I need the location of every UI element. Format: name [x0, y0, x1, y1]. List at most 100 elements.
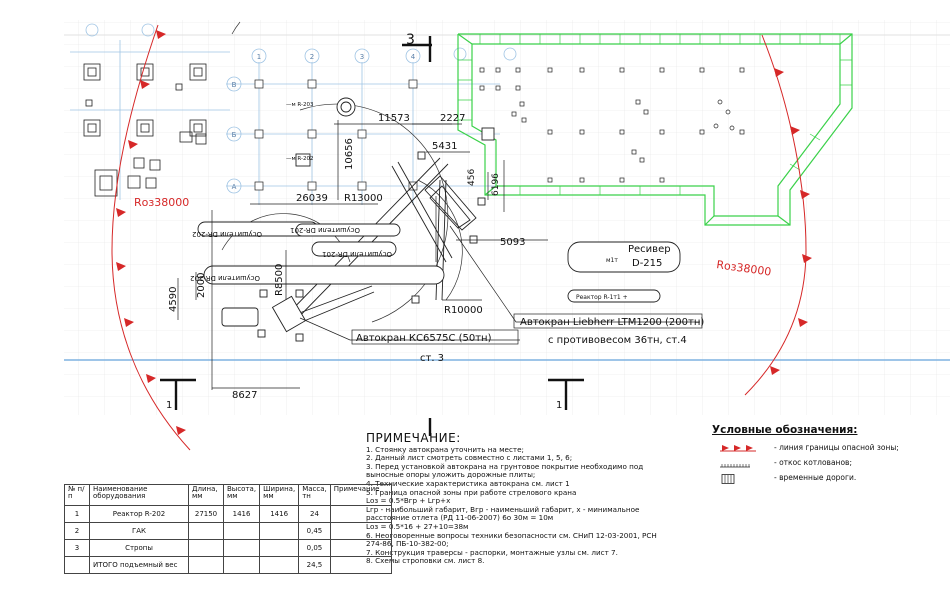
header-cell: Высота, мм — [222, 484, 261, 506]
table-cell: 1416 — [259, 505, 300, 523]
crane-ks-sublabel: ст. 3 — [420, 353, 444, 364]
column-foundations — [254, 79, 418, 191]
section-1-right-label: 1 — [556, 400, 562, 411]
table-cell — [329, 522, 392, 540]
table-cell — [188, 556, 224, 574]
pit-foundations — [479, 67, 745, 183]
receiver-name: Ресивер — [628, 244, 671, 255]
table-cell — [222, 522, 261, 540]
existing-foundations — [83, 63, 207, 197]
dim-5431: 5431 — [432, 141, 457, 152]
table-cell — [259, 556, 300, 574]
legend-label: - линия границы опасной зоны; — [774, 443, 899, 452]
table-cell: Реактор R-202 — [89, 505, 189, 523]
header-cell: № п/п — [64, 484, 90, 506]
table-cell — [259, 539, 300, 557]
legend-item-road: - временные дороги. — [712, 472, 942, 487]
axis-row-a: А — [232, 183, 237, 191]
table-cell: ГАК — [89, 522, 189, 540]
table-cell — [329, 556, 392, 574]
absorber4-label: Осушители DR-202 — [190, 274, 260, 282]
note-line: 1. Стоянку автокрана уточнить на месте; — [366, 445, 524, 454]
crane-liebherr-label: Автокран Liebherr LTM1200 (200тн) — [520, 317, 704, 328]
dim-5093: 5093 — [500, 237, 525, 248]
header-cell: Наименование оборудования — [89, 484, 189, 506]
leader-lines — [299, 225, 700, 341]
table-cell — [188, 539, 224, 557]
table-cell: 24 — [298, 505, 331, 523]
header-cell: Ширина, мм — [259, 484, 300, 506]
note-line: Lгр - наибольший габарит, Bгр - наименьш… — [366, 505, 640, 514]
legend-item-slope: - откос котлованов; — [712, 457, 942, 472]
axis-col-3: 3 — [360, 53, 364, 61]
legend: Условные обозначения: - линия границы оп… — [712, 424, 942, 487]
equipment — [197, 97, 681, 333]
equipment-table: № п/п Наименование оборудования Длина, м… — [64, 484, 392, 574]
table-cell — [222, 556, 261, 574]
table-cell — [259, 522, 300, 540]
header-cell: Длина, мм — [188, 484, 224, 506]
legend-item-danger-zone: - линия границы опасной зоны; — [712, 442, 942, 457]
table-cell: 0,45 — [298, 522, 331, 540]
table-row: 3 Стропы 0,05 — [64, 539, 392, 557]
table-cell: 24,5 — [298, 556, 331, 574]
header-cell: Масса, тн — [298, 484, 331, 506]
axis-row-v: В — [232, 81, 237, 89]
note-line: 3. Перед установкой автокрана на грунтов… — [366, 462, 644, 471]
absorber-dr201-b — [295, 223, 401, 237]
label-frames — [351, 313, 703, 345]
table-cell — [329, 539, 392, 557]
table-cell — [64, 556, 90, 574]
crane-ks-label: Автокран КС6575С (50тн) — [356, 333, 492, 344]
absorber-dr202 — [311, 241, 397, 257]
legend-label: - временные дороги. — [774, 473, 857, 482]
axis-row-b: Б — [232, 131, 237, 139]
table-cell — [222, 539, 261, 557]
receiver-tag: м1т — [606, 257, 618, 264]
slope-hatch-icon — [720, 464, 750, 468]
notes-block: ПРИМЕЧАНИЕ: 1. Стоянку автокрана уточнит… — [366, 431, 706, 566]
dim-26039: 26039 — [296, 193, 328, 204]
dim-2227: 2227 — [440, 113, 465, 124]
reactor-r101-tag: Реактор R-1т1 + — [576, 294, 628, 301]
temporary-road-icon — [721, 474, 735, 484]
dim-456: 456 — [467, 169, 477, 186]
section-1-left-label: 1 — [166, 400, 172, 411]
danger-zone-flags — [116, 30, 812, 435]
table-cell — [329, 505, 392, 523]
dim-4590: 4590 — [168, 287, 179, 312]
axis-col-1: 1 — [257, 53, 261, 61]
legend-label: - откос котлованов; — [774, 458, 852, 467]
background-grid — [64, 20, 950, 415]
dim-r13000: R13000 — [344, 193, 383, 204]
danger-zone-line-icon — [720, 445, 756, 452]
reactor-r101 — [567, 289, 661, 303]
table-cell: 27150 — [188, 505, 224, 523]
note-line: 274-86, ПБ-10-382-00; — [366, 540, 449, 549]
note-line: 5. Граница опасной зоны при работе стрел… — [366, 488, 577, 497]
note-line: Lоз = 0.5*16 + 27+10=38м — [366, 522, 469, 531]
notes-title: ПРИМЕЧАНИЕ: — [366, 431, 461, 445]
dim-11573: 11573 — [378, 113, 410, 124]
dim-r8500: R8500 — [274, 264, 285, 296]
header-cell: Примечание — [329, 484, 392, 506]
table-row-total: ИТОГО подъемный вес 24,5 — [64, 556, 392, 574]
dim-6196: 6196 — [491, 173, 501, 196]
table-cell: 1 — [64, 505, 90, 523]
roz-left-label: Rоз38000 — [134, 196, 189, 209]
dimension-lines — [177, 120, 548, 390]
note-line: Lоз = 0.5*Bгр + Lгр+х — [366, 497, 451, 506]
section-3-label: 3 — [406, 32, 415, 48]
reactor-r202-body — [203, 265, 445, 285]
plan-labels: 11573 2227 5431 10656 456 6196 26039 R13… — [166, 32, 704, 411]
note-line: 6. Неоговоренные вопросы техники безопас… — [366, 531, 657, 540]
table-cell: 2 — [64, 522, 90, 540]
dim-r10000: R10000 — [444, 305, 483, 316]
receiver-code: D-215 — [632, 258, 662, 269]
note-line: 2. Данный лист смотреть совместно с лист… — [366, 454, 573, 463]
danger-zone-boundary — [111, 24, 807, 451]
note-line: 8. Схемы строповки см. лист 8. — [366, 557, 485, 566]
note-line: выносные опоры уложить дорожные плиты; — [366, 471, 536, 480]
